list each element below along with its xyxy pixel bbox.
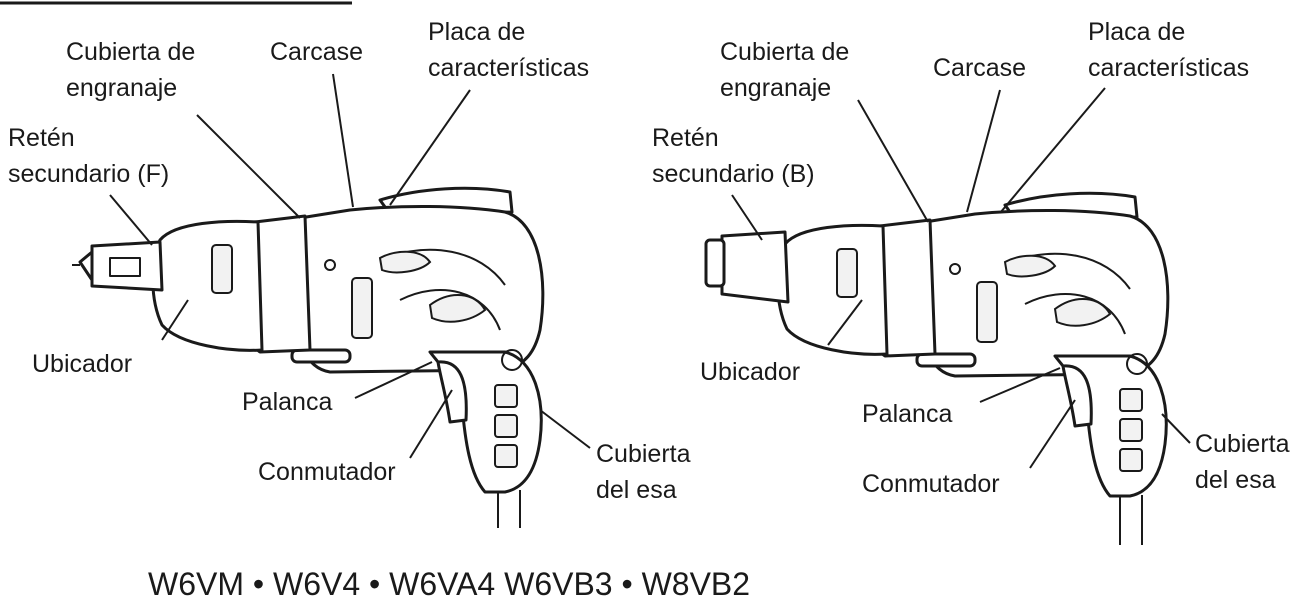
screwdriver-illustration-left (72, 186, 545, 528)
label-stopper-left-1: Retén (8, 124, 75, 152)
label-stopper-right-2: secundario (B) (652, 160, 815, 188)
label-gear-cover-right-1: Cubierta de (720, 38, 849, 66)
label-housing-left: Carcase (270, 38, 363, 66)
label-housing-right: Carcase (933, 54, 1026, 82)
model-numbers: W6VM • W6V4 • W6VA4 W6VB3 • W8VB2 (148, 566, 750, 602)
label-cord-cover-left-1: Cubierta (596, 440, 691, 468)
label-nameplate-right-1: Placa de (1088, 18, 1185, 46)
label-nameplate-left-2: características (428, 54, 589, 82)
labels-left: Cubierta de engranaje Carcase Placa de c… (8, 18, 691, 504)
leader-lines-left (109, 73, 591, 459)
leader-lines-right (731, 87, 1191, 469)
labels-right: Cubierta de engranaje Carcase Placa de c… (652, 18, 1290, 498)
label-lever-left: Palanca (242, 388, 332, 416)
label-lever-right: Palanca (862, 400, 952, 428)
label-locator-right: Ubicador (700, 358, 800, 386)
screwdriver-illustration-right (704, 191, 1170, 545)
label-cord-cover-right-1: Cubierta (1195, 430, 1290, 458)
label-gear-cover-left-1: Cubierta de (66, 38, 195, 66)
label-locator-left: Ubicador (32, 350, 132, 378)
label-stopper-right-1: Retén (652, 124, 719, 152)
label-switch-right: Conmutador (862, 470, 1000, 498)
label-gear-cover-right-2: engranaje (720, 74, 831, 102)
label-switch-left: Conmutador (258, 458, 396, 486)
label-nameplate-right-2: características (1088, 54, 1249, 82)
label-gear-cover-left-2: engranaje (66, 74, 177, 102)
label-nameplate-left-1: Placa de (428, 18, 525, 46)
label-cord-cover-right-2: del esa (1195, 466, 1276, 494)
label-stopper-left-2: secundario (F) (8, 160, 169, 188)
label-cord-cover-left-2: del esa (596, 476, 677, 504)
